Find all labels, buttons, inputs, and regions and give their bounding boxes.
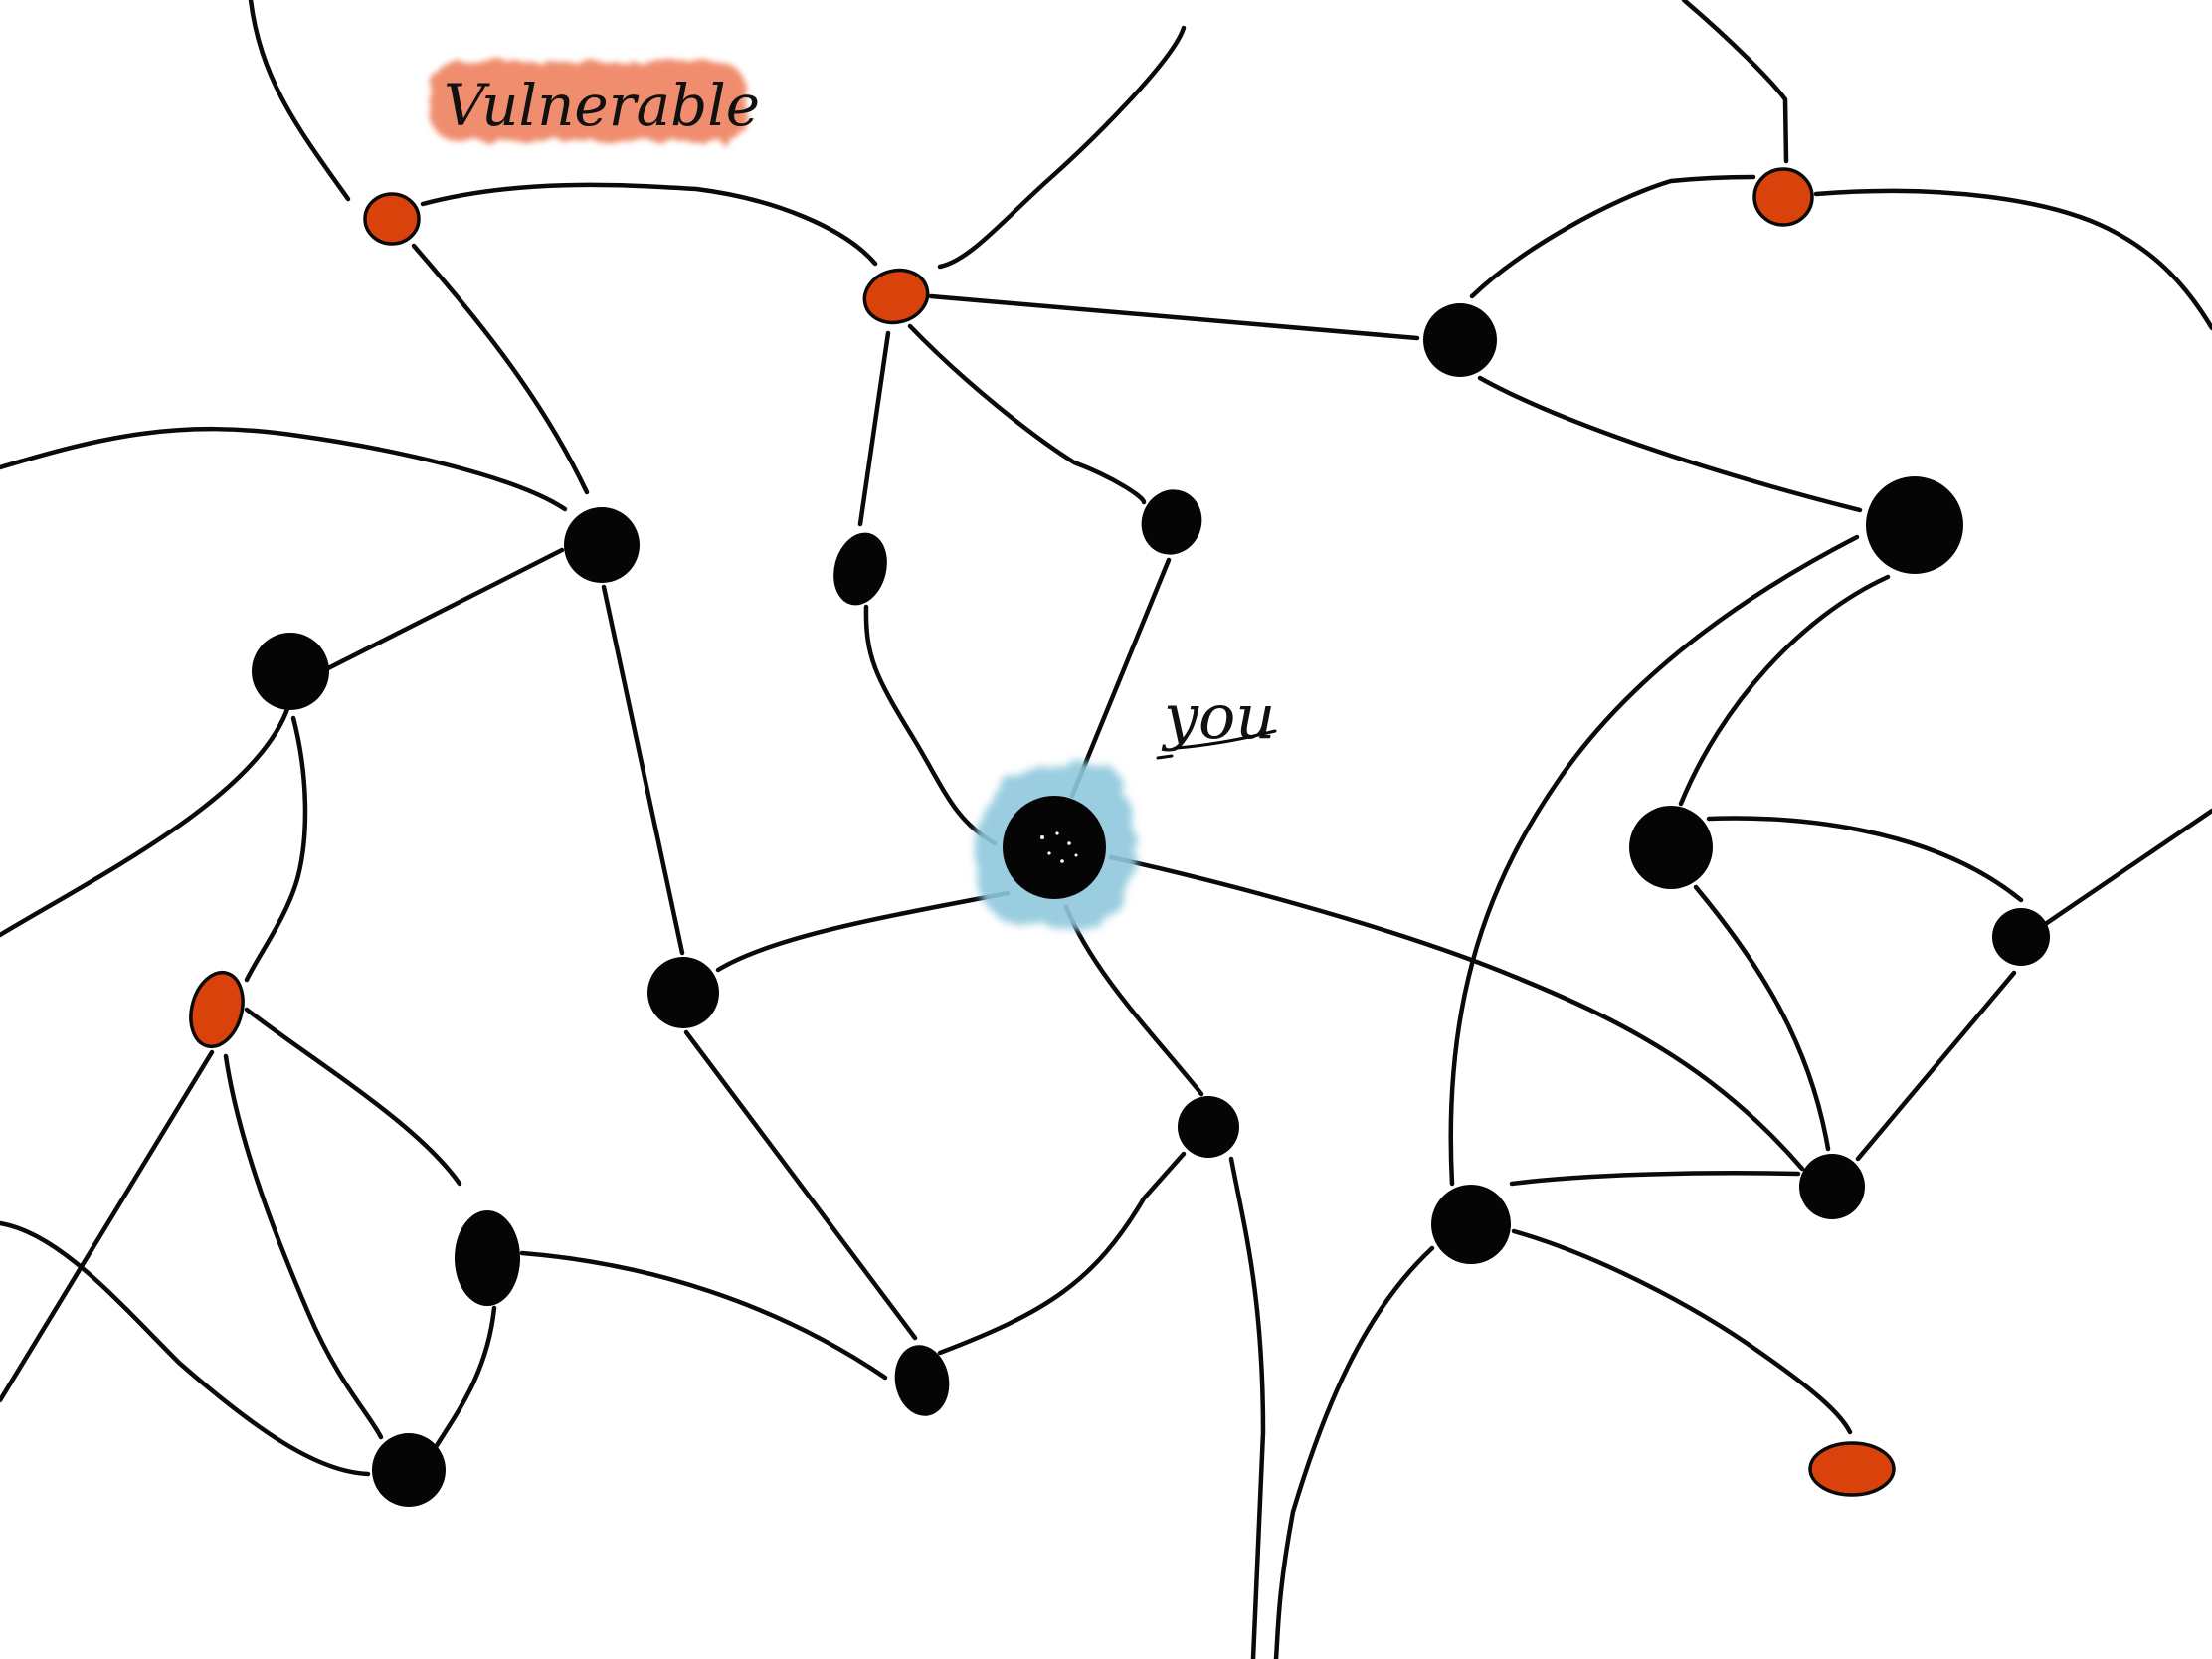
edge xyxy=(863,604,998,846)
node xyxy=(1629,806,1713,889)
node xyxy=(564,507,640,583)
edge xyxy=(1448,534,1860,1187)
edge xyxy=(1477,375,1863,513)
node xyxy=(1799,1154,1865,1219)
node xyxy=(1431,1185,1511,1264)
edge xyxy=(1706,816,2024,903)
edge xyxy=(1511,1228,1853,1435)
edge xyxy=(907,323,1147,505)
edge xyxy=(1813,188,2212,331)
edge xyxy=(244,715,308,983)
vulnerable-label-text: Vulnerable xyxy=(444,72,760,139)
edge xyxy=(601,584,685,956)
edge xyxy=(2041,808,2212,928)
edge xyxy=(683,1029,918,1341)
you-label-text: you xyxy=(1161,680,1275,753)
node xyxy=(894,1345,950,1416)
edge xyxy=(325,547,565,671)
edge xyxy=(1273,1245,1435,1659)
vulnerable-node xyxy=(1808,1441,1896,1497)
edge xyxy=(937,1151,1187,1356)
edge xyxy=(1063,904,1204,1097)
edge xyxy=(411,243,590,495)
you-underline xyxy=(1175,729,1277,750)
edge xyxy=(1509,1171,1801,1187)
edge xyxy=(0,1220,371,1477)
vulnerable-highlight xyxy=(430,62,746,141)
vulnerable-node xyxy=(1752,167,1814,227)
edge xyxy=(1108,854,1805,1172)
node xyxy=(455,1210,520,1306)
node xyxy=(1178,1096,1239,1158)
node xyxy=(372,1433,446,1507)
vulnerable-node xyxy=(862,268,930,325)
edge xyxy=(420,182,878,267)
edge xyxy=(857,330,891,527)
edge xyxy=(1681,0,1789,164)
edge xyxy=(244,1007,462,1187)
edge xyxy=(248,0,351,202)
nodes xyxy=(189,167,2050,1507)
edge xyxy=(1678,574,1891,807)
vulnerable-node xyxy=(189,970,245,1049)
node xyxy=(1992,908,2050,966)
edge xyxy=(1469,174,1756,299)
you-node xyxy=(1003,796,1106,899)
you-label: you xyxy=(1156,680,1277,760)
vulnerable-node xyxy=(363,192,421,246)
edge xyxy=(0,703,291,938)
edge xyxy=(937,25,1187,270)
edge xyxy=(519,1250,888,1381)
node xyxy=(833,532,887,606)
edge xyxy=(0,426,568,512)
edge xyxy=(0,1049,215,1403)
edge xyxy=(1069,557,1172,799)
vulnerable-label: Vulnerable xyxy=(430,62,760,141)
node xyxy=(252,633,329,710)
edge xyxy=(928,293,1420,341)
you-dash xyxy=(1156,754,1174,760)
node xyxy=(1866,476,1963,574)
node xyxy=(1141,489,1202,555)
edge xyxy=(433,1305,497,1450)
edge xyxy=(715,890,1011,973)
edge xyxy=(1693,884,1831,1152)
edge xyxy=(223,1053,384,1440)
edge xyxy=(1855,970,2017,1162)
you-node-sparkles xyxy=(1040,831,1078,863)
edge xyxy=(1228,1156,1266,1659)
node xyxy=(647,957,719,1028)
node xyxy=(1423,303,1497,377)
